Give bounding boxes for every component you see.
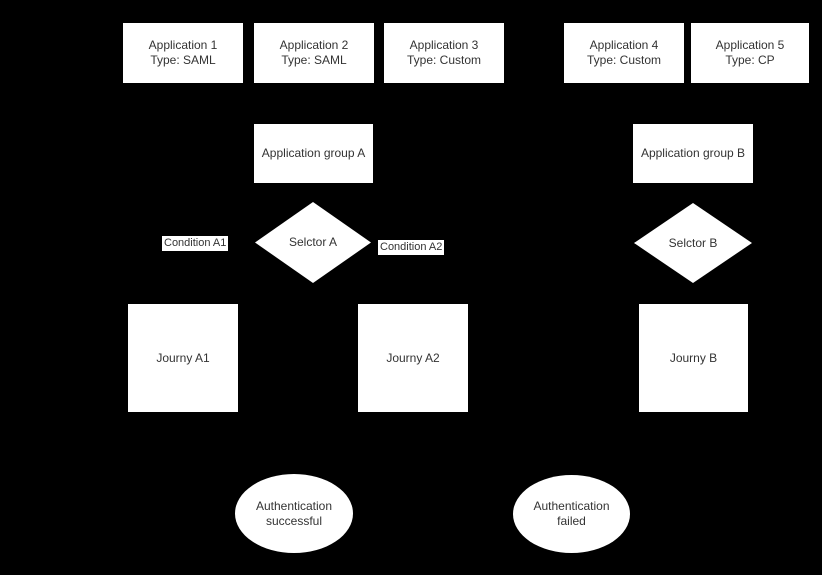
node-application-4: Application 4 Type: Custom <box>564 23 684 83</box>
node-application-2: Application 2 Type: SAML <box>254 23 374 83</box>
node-application-group-b-label: Application group B <box>640 146 746 160</box>
node-application-5-label: Application 5 Type: CP <box>715 38 785 67</box>
node-application-5: Application 5 Type: CP <box>691 23 809 83</box>
edge-label-condition-a1: Condition A1 <box>162 236 229 251</box>
node-application-group-a: Application group A <box>254 124 373 183</box>
node-application-2-label: Application 2 Type: SAML <box>279 38 349 67</box>
node-authentication-failed-label: Authentication failed <box>533 499 610 528</box>
node-application-group-a-label: Application group A <box>261 146 366 160</box>
node-journey-a2-label: Journy A2 <box>386 350 440 365</box>
node-selector-a-label: Selctor A <box>288 235 338 249</box>
node-journey-b-label: Journy B <box>669 350 718 365</box>
node-journey-a1: Journy A1 <box>128 304 238 412</box>
node-application-3-label: Application 3 Type: Custom <box>406 38 482 67</box>
node-selector-b-label: Selctor B <box>668 235 718 250</box>
node-application-1: Application 1 Type: SAML <box>123 23 243 83</box>
node-authentication-successful: Authentication successful <box>235 474 353 553</box>
node-selector-b-diamond: Selctor B <box>634 203 752 283</box>
node-authentication-failed: Authentication failed <box>513 475 630 553</box>
node-journey-a1-label: Journy A1 <box>156 350 210 365</box>
node-journey-b: Journy B <box>639 304 748 412</box>
edge-label-condition-a2: Condition A2 <box>378 240 445 255</box>
node-application-group-b: Application group B <box>633 124 753 183</box>
node-application-4-label: Application 4 Type: Custom <box>586 38 662 67</box>
node-application-3: Application 3 Type: Custom <box>384 23 504 83</box>
node-journey-a2: Journy A2 <box>358 304 468 412</box>
node-selector-a-diamond: Selctor A <box>255 202 371 283</box>
node-application-1-label: Application 1 Type: SAML <box>148 38 218 67</box>
node-authentication-successful-label: Authentication successful <box>255 498 333 528</box>
